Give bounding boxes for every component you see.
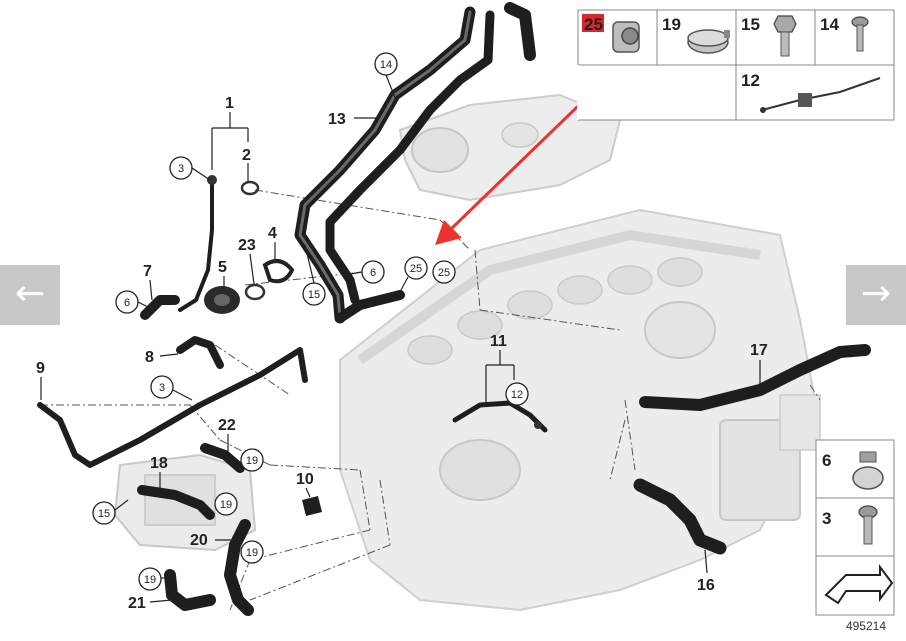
svg-text:12: 12 xyxy=(511,389,523,401)
arrow-right-icon: → xyxy=(860,273,892,314)
arrow-left-icon: ← xyxy=(14,273,46,314)
legend-item-19-label: 19 xyxy=(662,15,681,34)
engine-block xyxy=(339,208,821,612)
callout-circle-12: 12 xyxy=(505,382,529,406)
bolt-icon xyxy=(773,15,797,57)
callout-circle-19b: 19 xyxy=(214,492,238,516)
svg-text:25: 25 xyxy=(438,267,450,279)
previous-image-button[interactable]: ← xyxy=(0,265,60,325)
legend-item-14-label: 14 xyxy=(820,15,839,34)
callout-17: 17 xyxy=(750,342,768,359)
callout-circle-19a: 19 xyxy=(240,448,264,472)
legend-item-12-label: 12 xyxy=(741,71,760,90)
svg-text:15: 15 xyxy=(308,289,320,301)
legend-item-15-label: 15 xyxy=(741,15,760,34)
callout-9: 9 xyxy=(36,360,45,377)
callout-23: 23 xyxy=(238,237,256,254)
svg-text:19: 19 xyxy=(246,455,258,467)
svg-text:19: 19 xyxy=(220,499,232,511)
cable-tie-icon xyxy=(760,77,881,113)
callout-11: 11 xyxy=(490,333,507,350)
svg-text:14: 14 xyxy=(380,59,392,71)
direction-arrow-icon xyxy=(824,564,894,605)
callout-circle-6b: 6 xyxy=(344,260,385,284)
callout-20: 20 xyxy=(190,532,208,549)
callout-2: 2 xyxy=(242,147,251,164)
circled-callouts: 3 3 6 6 12 14 15 xyxy=(92,52,529,591)
callout-5: 5 xyxy=(218,259,227,276)
callout-22: 22 xyxy=(218,417,236,434)
callout-21: 21 xyxy=(128,595,146,612)
svg-text:6: 6 xyxy=(370,267,376,279)
legend-top-table: 25 19 15 14 12 xyxy=(577,9,895,121)
svg-text:3: 3 xyxy=(159,382,165,394)
screw-icon-side xyxy=(858,505,878,545)
callout-circle-15b: 15 xyxy=(92,499,129,525)
screw-icon xyxy=(851,16,869,52)
callout-10: 10 xyxy=(296,471,314,488)
legend-item-25-label: 25 xyxy=(584,15,603,34)
callout-circle-3b: 3 xyxy=(150,375,193,401)
svg-text:25: 25 xyxy=(410,263,422,275)
spring-clamp-icon xyxy=(852,451,884,490)
legend-side-table: 6 3 xyxy=(815,439,895,616)
callout-circle-25a: 25 xyxy=(399,256,428,293)
callout-18: 18 xyxy=(150,455,168,472)
svg-text:15: 15 xyxy=(98,508,110,520)
callout-circle-15a: 15 xyxy=(302,244,326,306)
callout-labels: 1 2 4 23 5 7 8 9 13 11 17 16 10 22 18 xyxy=(36,95,768,612)
next-image-button[interactable]: → xyxy=(846,265,906,325)
callout-circle-19c: 19 xyxy=(240,540,264,564)
connector-icon xyxy=(612,21,640,53)
svg-text:3: 3 xyxy=(178,163,184,175)
legend-item-25-highlight xyxy=(582,14,604,32)
small-parts xyxy=(204,175,542,516)
callout-13: 13 xyxy=(328,111,346,128)
svg-text:19: 19 xyxy=(246,547,258,559)
legend-item-3-label: 3 xyxy=(822,509,831,528)
diagram-reference-number: 495214 xyxy=(846,619,886,633)
hose-clamp-icon xyxy=(687,29,730,54)
callout-circle-6a: 6 xyxy=(115,290,151,314)
callout-1: 1 xyxy=(225,95,234,112)
callout-circle-14: 14 xyxy=(374,52,398,101)
svg-text:6: 6 xyxy=(124,297,130,309)
legend-item-6-label: 6 xyxy=(822,451,831,470)
callout-circle-25b: 25 xyxy=(432,260,456,284)
intake-manifold xyxy=(398,93,622,202)
callout-8: 8 xyxy=(145,349,154,366)
callout-16: 16 xyxy=(697,577,715,594)
svg-text:19: 19 xyxy=(144,574,156,586)
callout-7: 7 xyxy=(143,263,152,280)
callout-4: 4 xyxy=(268,225,277,242)
callout-circle-3a: 3 xyxy=(169,156,211,181)
callout-circle-19d: 19 xyxy=(138,567,172,591)
